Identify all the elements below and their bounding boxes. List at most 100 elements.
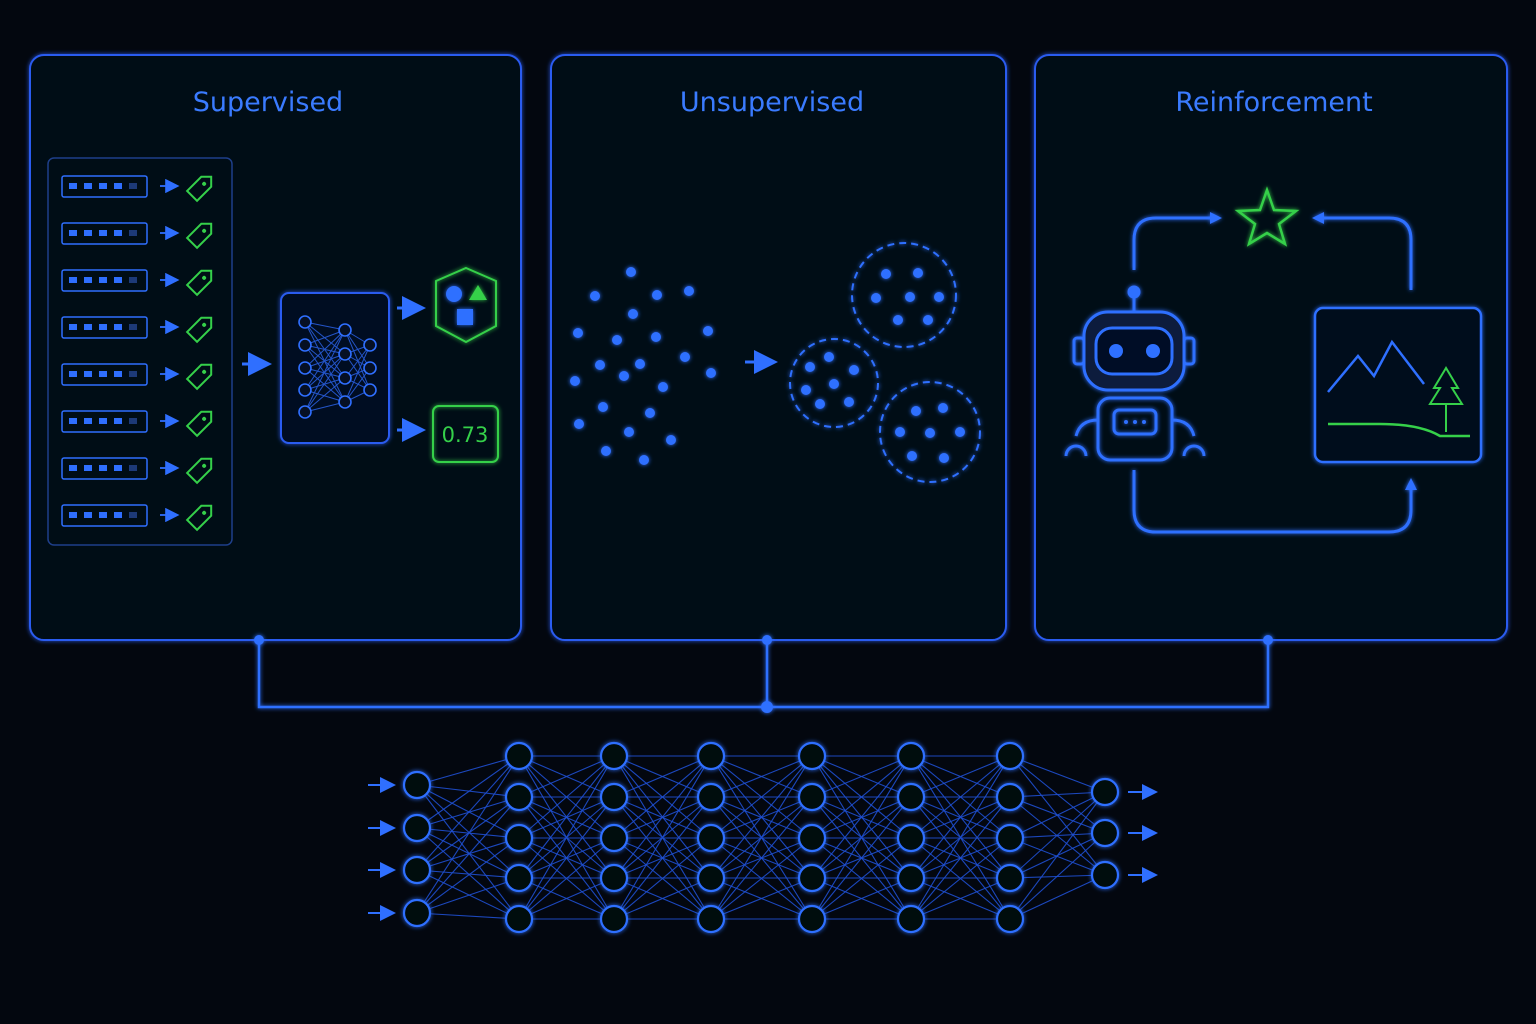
feature-cell <box>114 277 122 283</box>
cluster-boundary <box>879 381 981 483</box>
network-edge <box>416 755 520 786</box>
mini-edge <box>344 353 371 391</box>
reward-star-icon <box>1234 186 1300 247</box>
network-node <box>696 863 726 893</box>
feature-cell <box>129 512 137 518</box>
tag-icon <box>185 363 213 391</box>
network-node <box>797 741 827 771</box>
feature-cell <box>99 324 107 330</box>
network-node <box>696 782 726 812</box>
environment-landscape-icon <box>1313 306 1483 464</box>
network-node <box>896 904 926 934</box>
labeled-dataset-box <box>47 157 233 546</box>
cluster-point <box>881 269 891 279</box>
cluster-boundary <box>789 338 879 428</box>
mini-node <box>298 383 312 397</box>
supervised-title: Supervised <box>193 87 343 118</box>
network-node <box>1090 860 1120 890</box>
network-edge <box>518 877 615 920</box>
network-node <box>402 813 432 843</box>
cluster <box>879 381 981 483</box>
row-box <box>61 504 148 527</box>
feature-cell <box>129 465 137 471</box>
network-edge <box>416 912 520 920</box>
feature-cell <box>69 277 77 283</box>
mini-node <box>298 361 312 375</box>
tag-icon <box>185 504 213 532</box>
feature-cell <box>84 324 92 330</box>
data-point <box>570 376 580 386</box>
network-node <box>504 782 534 812</box>
network-edge <box>518 755 615 798</box>
network-edge <box>1009 791 1106 798</box>
network-node <box>896 782 926 812</box>
network-edge <box>1009 791 1106 920</box>
mini-edge <box>304 329 346 346</box>
data-point <box>651 332 661 342</box>
network-node <box>896 863 926 893</box>
network-edge <box>416 869 520 920</box>
panel-connector <box>257 640 1270 709</box>
network-edge <box>710 755 813 920</box>
network-edge <box>710 755 813 798</box>
data-point <box>595 360 605 370</box>
cluster-point <box>905 292 915 302</box>
unlabeled-points <box>570 267 716 465</box>
network-edge <box>416 837 520 914</box>
network-edge <box>811 755 912 879</box>
network-nodes <box>402 741 1120 934</box>
network-node <box>402 898 432 928</box>
cluster-point <box>923 315 933 325</box>
feature-cell <box>84 371 92 377</box>
cluster-point <box>925 428 935 438</box>
cluster-point <box>895 427 905 437</box>
cluster-point <box>907 451 917 461</box>
row-box <box>61 269 148 292</box>
cluster-point <box>871 293 881 303</box>
cluster <box>789 338 879 428</box>
network-edge <box>910 837 1011 920</box>
feature-cell <box>69 465 77 471</box>
cluster-point <box>824 352 834 362</box>
network-node <box>504 904 534 934</box>
data-point <box>612 335 622 345</box>
mini-node <box>298 338 312 352</box>
feature-cell <box>129 371 137 377</box>
tag-icon <box>185 269 213 297</box>
network-edge <box>710 755 813 879</box>
feature-cell <box>129 418 137 424</box>
network-edge <box>1009 837 1106 876</box>
network-edge <box>910 755 1011 920</box>
network-edge <box>613 755 712 879</box>
network-node <box>696 904 726 934</box>
network-node <box>896 823 926 853</box>
cluster-point <box>955 427 965 437</box>
data-point <box>666 435 676 445</box>
row-box <box>61 222 148 245</box>
data-point <box>639 455 649 465</box>
data-point <box>645 408 655 418</box>
network-edge <box>910 796 1011 920</box>
row-box <box>61 175 148 198</box>
mini-node <box>363 338 377 352</box>
mini-node <box>363 383 377 397</box>
network-edge <box>613 755 712 839</box>
supervised-panel <box>29 54 522 641</box>
network-edge <box>416 796 520 914</box>
feature-cell <box>99 371 107 377</box>
feature-cell <box>114 324 122 330</box>
feature-cell <box>114 183 122 189</box>
network-node <box>599 863 629 893</box>
data-point <box>624 427 634 437</box>
mini-edge <box>344 344 371 379</box>
feature-cell <box>69 418 77 424</box>
data-point <box>635 359 645 369</box>
dataset-row <box>61 316 213 344</box>
data-point <box>601 446 611 456</box>
prediction-value: 0.73 <box>442 423 489 447</box>
feature-cell <box>129 230 137 236</box>
network-node <box>995 904 1025 934</box>
network-node <box>995 782 1025 812</box>
dataset-row <box>61 363 213 391</box>
